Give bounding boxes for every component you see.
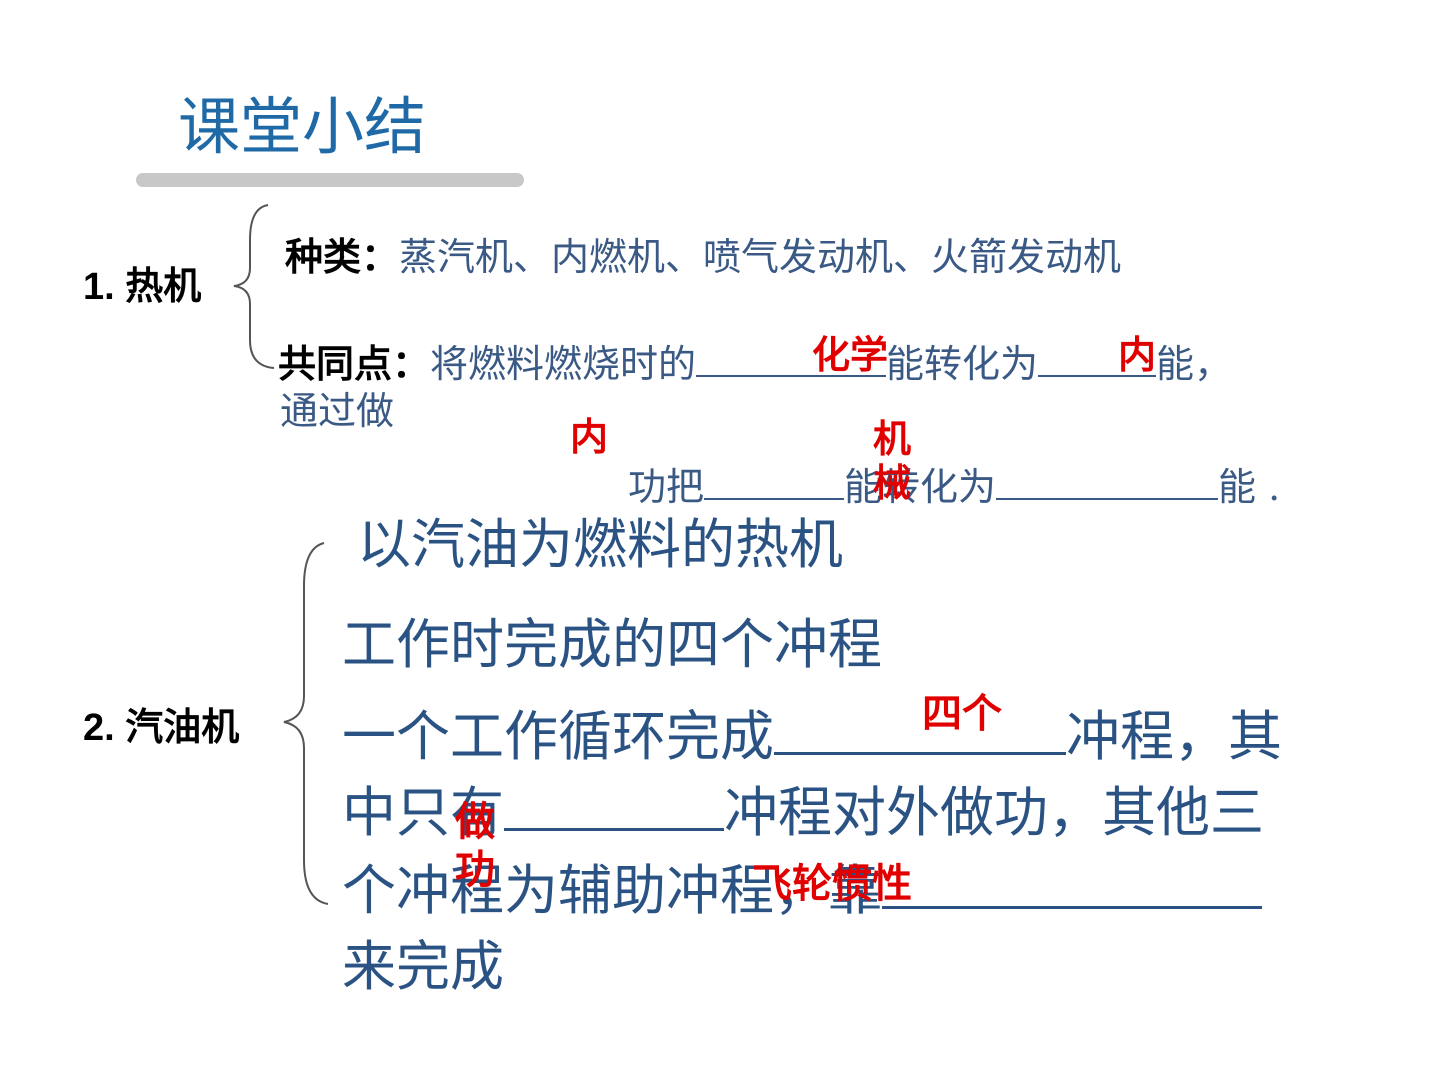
section2-brace bbox=[283, 542, 329, 905]
blank-four bbox=[774, 751, 1066, 755]
answer-four: 四个 bbox=[922, 691, 1002, 737]
types-row: 种类：蒸汽机、内燃机、喷气发动机、火箭发动机 bbox=[285, 238, 1121, 276]
types-text: 蒸汽机、内燃机、喷气发动机、火箭发动机 bbox=[399, 235, 1122, 279]
line5-text-a: 个冲程为辅助冲程，靠 bbox=[342, 859, 882, 922]
blank-internal2 bbox=[704, 497, 845, 500]
common-row-2: 功把 能转化为 能 . bbox=[628, 468, 1280, 506]
page-title: 课堂小结 bbox=[178, 90, 427, 163]
blank-internal1 bbox=[1038, 374, 1157, 377]
blank-mechanical bbox=[996, 497, 1219, 500]
types-label: 种类： bbox=[285, 235, 400, 279]
answer-internal1: 内 bbox=[1118, 333, 1157, 377]
line3-text-b: 冲程，其 bbox=[1066, 705, 1282, 768]
section2-line2: 工作时完成的四个冲程 bbox=[342, 613, 882, 676]
common-label: 共同点： bbox=[278, 342, 431, 386]
title-underline-bar bbox=[136, 173, 524, 187]
section1-brace bbox=[233, 204, 275, 369]
blank-flywheel bbox=[882, 905, 1262, 909]
section2-line4: 中只有冲程对外做功，其他三 bbox=[342, 786, 1264, 840]
common-row: 共同点：将燃料燃烧时的 能转化为 能， bbox=[278, 345, 1232, 383]
section2-line3: 一个工作循环完成冲程，其 bbox=[342, 710, 1282, 764]
answer-internal2: 内 bbox=[570, 415, 609, 459]
common-text-b: 能转化为 bbox=[886, 342, 1039, 386]
answer-flywheel: 飞轮惯性 bbox=[752, 861, 912, 907]
common-text-d: 通过做 bbox=[280, 389, 395, 433]
common-text-g: 能 . bbox=[1218, 465, 1281, 509]
blank-work bbox=[504, 827, 724, 831]
common-text-c: 能， bbox=[1156, 342, 1233, 386]
answer-work: 做 功 bbox=[455, 799, 495, 893]
line4-text-b: 冲程对外做功，其他三 bbox=[724, 781, 1264, 844]
line3-text-a: 一个工作循环完成 bbox=[342, 705, 774, 768]
answer-mechanical: 机 械 bbox=[873, 417, 912, 505]
common-text-e: 功把 bbox=[628, 465, 705, 509]
section2-line5: 个冲程为辅助冲程，靠 bbox=[342, 864, 1262, 918]
section2-line6: 来完成 bbox=[342, 935, 504, 998]
section2-label: 2. 汽油机 bbox=[83, 707, 240, 749]
common-text-a: 将燃料燃烧时的 bbox=[430, 342, 697, 386]
common-text-f: 能转化为 bbox=[844, 465, 997, 509]
answer-chemical: 化学 bbox=[812, 333, 889, 377]
section1-label: 1. 热机 bbox=[83, 266, 202, 308]
section2-line1: 以汽油为燃料的热机 bbox=[357, 513, 843, 576]
blank-chemical bbox=[696, 374, 887, 377]
line4-text-a: 中只有 bbox=[342, 781, 504, 844]
